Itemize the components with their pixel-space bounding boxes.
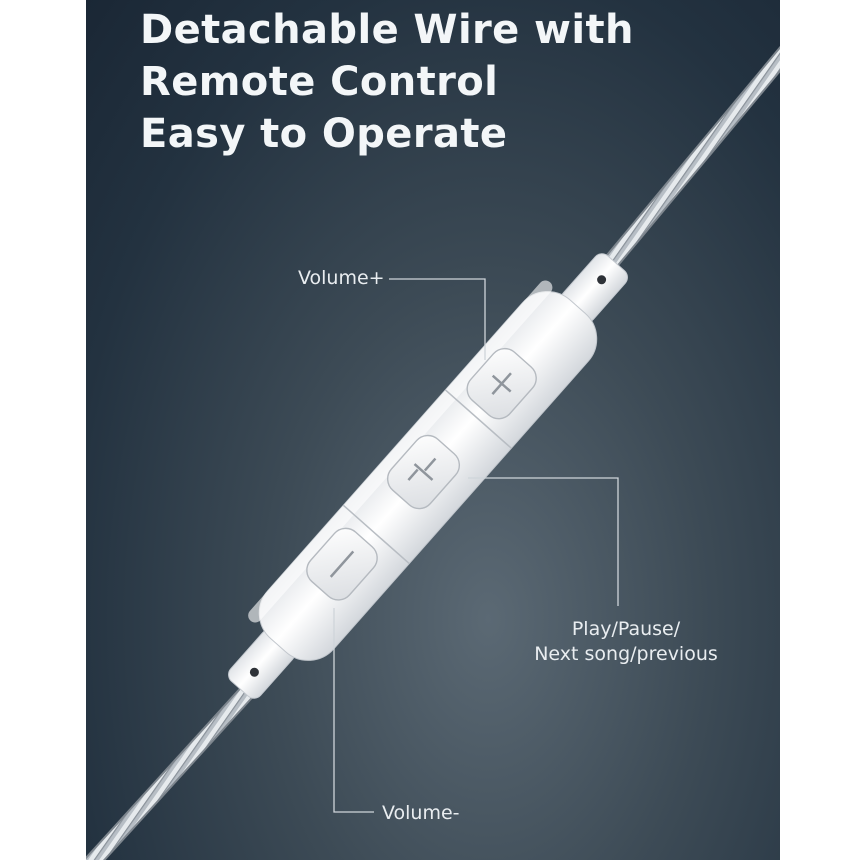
play-pause-icon: [407, 457, 437, 481]
minus-icon: [329, 550, 355, 578]
play-pause-label: Play/Pause/: [571, 618, 681, 640]
volume-plus-button[interactable]: [461, 342, 542, 424]
volume-plus-label: Volume+: [298, 267, 385, 289]
plus-icon: [491, 372, 512, 395]
callout-line-volume-minus: [333, 608, 374, 813]
remote-control: [228, 253, 628, 699]
next-previous-label: Next song/previous: [534, 643, 718, 665]
callout-line-play-pause: [468, 477, 619, 606]
volume-minus-label: Volume-: [382, 802, 460, 824]
remote-cable-illustration: [86, 45, 780, 860]
cable-upper: [587, 45, 780, 289]
play-pause-button[interactable]: [382, 429, 466, 514]
headline-line-2: Remote Control: [140, 59, 499, 105]
product-panel: Detachable Wire with Remote Control Easy…: [86, 0, 780, 860]
headline-line-1: Detachable Wire with: [140, 7, 634, 53]
callout-line-volume-plus: [389, 278, 486, 360]
headline-line-3: Easy to Operate: [140, 111, 508, 157]
cable-lower: [86, 671, 267, 860]
volume-minus-button[interactable]: [301, 522, 384, 606]
